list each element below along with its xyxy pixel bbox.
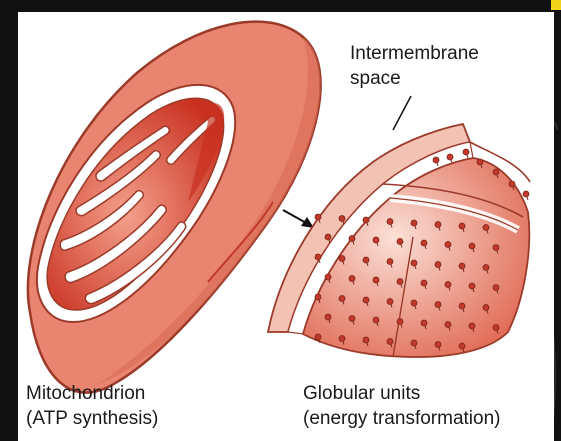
mitochondrion-label: Mitochondrion bbox=[26, 382, 145, 406]
globular-particle bbox=[483, 225, 489, 231]
globular-units-function-label: (energy transformation) bbox=[303, 407, 500, 431]
globular-particle bbox=[523, 191, 529, 197]
globular-particle bbox=[363, 297, 369, 303]
globular-particle bbox=[411, 340, 417, 346]
globular-particle bbox=[373, 277, 379, 283]
globular-particle bbox=[509, 181, 515, 187]
globular-particle bbox=[315, 214, 321, 220]
globular-particle bbox=[315, 254, 321, 260]
globular-particle bbox=[373, 237, 379, 243]
globular-particle bbox=[387, 339, 393, 345]
globular-particle bbox=[387, 259, 393, 265]
globular-particle bbox=[459, 343, 465, 349]
globular-particle bbox=[421, 280, 427, 286]
intermembrane-label-line1: Intermembrane bbox=[350, 42, 479, 66]
globular-particle bbox=[349, 316, 355, 322]
globular-particle bbox=[445, 282, 451, 288]
diagram-artwork bbox=[18, 12, 554, 441]
label-leader-line bbox=[393, 96, 411, 130]
globular-particle bbox=[493, 245, 499, 251]
globular-particle bbox=[411, 260, 417, 266]
globular-particle bbox=[325, 314, 331, 320]
globular-particle bbox=[445, 322, 451, 328]
globular-particle bbox=[493, 169, 499, 175]
globular-particle bbox=[363, 337, 369, 343]
globular-particle bbox=[421, 320, 427, 326]
globular-particle bbox=[435, 222, 441, 228]
globular-particle bbox=[459, 223, 465, 229]
globular-particle bbox=[459, 303, 465, 309]
globular-particle bbox=[387, 299, 393, 305]
globular-particle bbox=[477, 159, 483, 165]
globular-particle bbox=[339, 256, 345, 262]
globular-particle bbox=[469, 283, 475, 289]
globular-units-label: Globular units bbox=[303, 382, 420, 406]
globular-particle bbox=[469, 323, 475, 329]
globular-particle bbox=[435, 342, 441, 348]
arrow bbox=[283, 210, 314, 228]
globular-particle bbox=[483, 265, 489, 271]
mitochondrion-function-label: (ATP synthesis) bbox=[26, 407, 158, 431]
globular-particle bbox=[397, 239, 403, 245]
globular-particle bbox=[349, 236, 355, 242]
globular-particle bbox=[325, 234, 331, 240]
globular-particle bbox=[483, 305, 489, 311]
globular-particle bbox=[339, 296, 345, 302]
globular-particle bbox=[339, 336, 345, 342]
globular-particle bbox=[325, 274, 331, 280]
globular-particle bbox=[435, 302, 441, 308]
globular-particle bbox=[435, 262, 441, 268]
globular-particle bbox=[349, 276, 355, 282]
globular-particle bbox=[411, 300, 417, 306]
globular-particle bbox=[315, 334, 321, 340]
globular-particle bbox=[459, 263, 465, 269]
globular-particle bbox=[339, 216, 345, 222]
globular-particle bbox=[463, 149, 469, 155]
corner-accent bbox=[551, 0, 561, 10]
globular-particle bbox=[411, 220, 417, 226]
mitochondrion-illustration bbox=[28, 22, 321, 393]
globular-particle bbox=[447, 154, 453, 160]
globular-particle bbox=[387, 219, 393, 225]
globular-particle bbox=[421, 240, 427, 246]
globular-particle bbox=[493, 325, 499, 331]
globular-particle bbox=[315, 294, 321, 300]
globular-particle bbox=[445, 242, 451, 248]
globular-particle bbox=[363, 217, 369, 223]
globular-particle bbox=[363, 257, 369, 263]
globular-particle bbox=[469, 243, 475, 249]
globular-particle bbox=[433, 157, 439, 163]
globular-particle bbox=[493, 285, 499, 291]
intermembrane-label-line2: space bbox=[350, 67, 401, 91]
globular-particle bbox=[373, 317, 379, 323]
globular-particle bbox=[397, 319, 403, 325]
diagram-panel: Intermembrane space Mitochondrion (ATP s… bbox=[18, 12, 554, 441]
globular-particle bbox=[397, 279, 403, 285]
